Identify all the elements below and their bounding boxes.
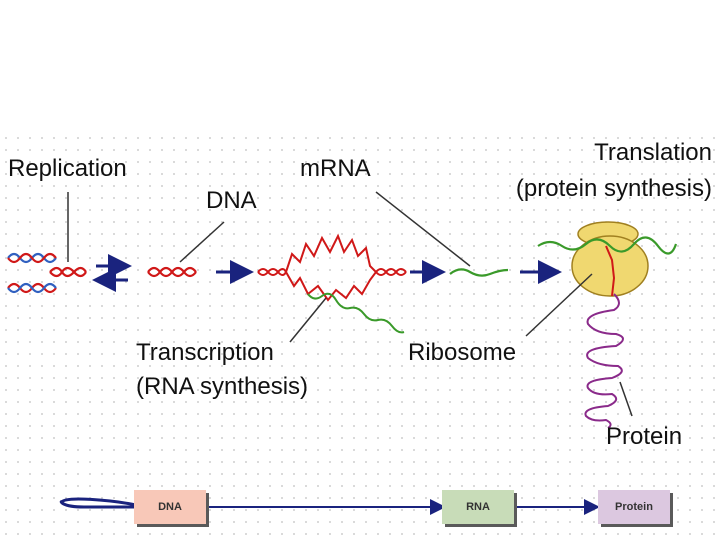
transcription-pointer <box>289 297 327 343</box>
protein-pointer <box>619 381 633 417</box>
ribosome <box>537 221 678 297</box>
mrna-pointer <box>375 191 471 267</box>
flow-diagram <box>59 497 600 515</box>
label-protein-synthesis: (protein synthesis) <box>515 175 712 202</box>
ribosome-pointer <box>525 273 593 337</box>
replicating-dna-helix <box>7 252 87 294</box>
protein-chain <box>584 293 624 429</box>
label-translation: Translation <box>594 139 712 166</box>
flow-box-dna: DNA <box>134 490 206 524</box>
label-rna-synthesis: (RNA synthesis) <box>136 373 309 400</box>
flow-box-rna: RNA <box>442 490 514 524</box>
label-mrna: mRNA <box>300 155 371 182</box>
label-ribosome: Ribosome <box>408 339 517 366</box>
replication-equilibrium-arrows <box>92 254 132 292</box>
dotted-grid-background <box>0 132 720 540</box>
transcription-bubble <box>257 233 407 334</box>
label-replication: Replication <box>8 155 127 182</box>
mrna-strand <box>449 268 509 277</box>
label-protein: Protein <box>606 423 683 450</box>
label-dna: DNA <box>206 187 257 214</box>
label-transcription: Transcription <box>136 339 274 366</box>
flow-box-protein: Protein <box>598 490 670 524</box>
dna-pointer <box>179 221 225 263</box>
dna-helix <box>147 266 197 278</box>
